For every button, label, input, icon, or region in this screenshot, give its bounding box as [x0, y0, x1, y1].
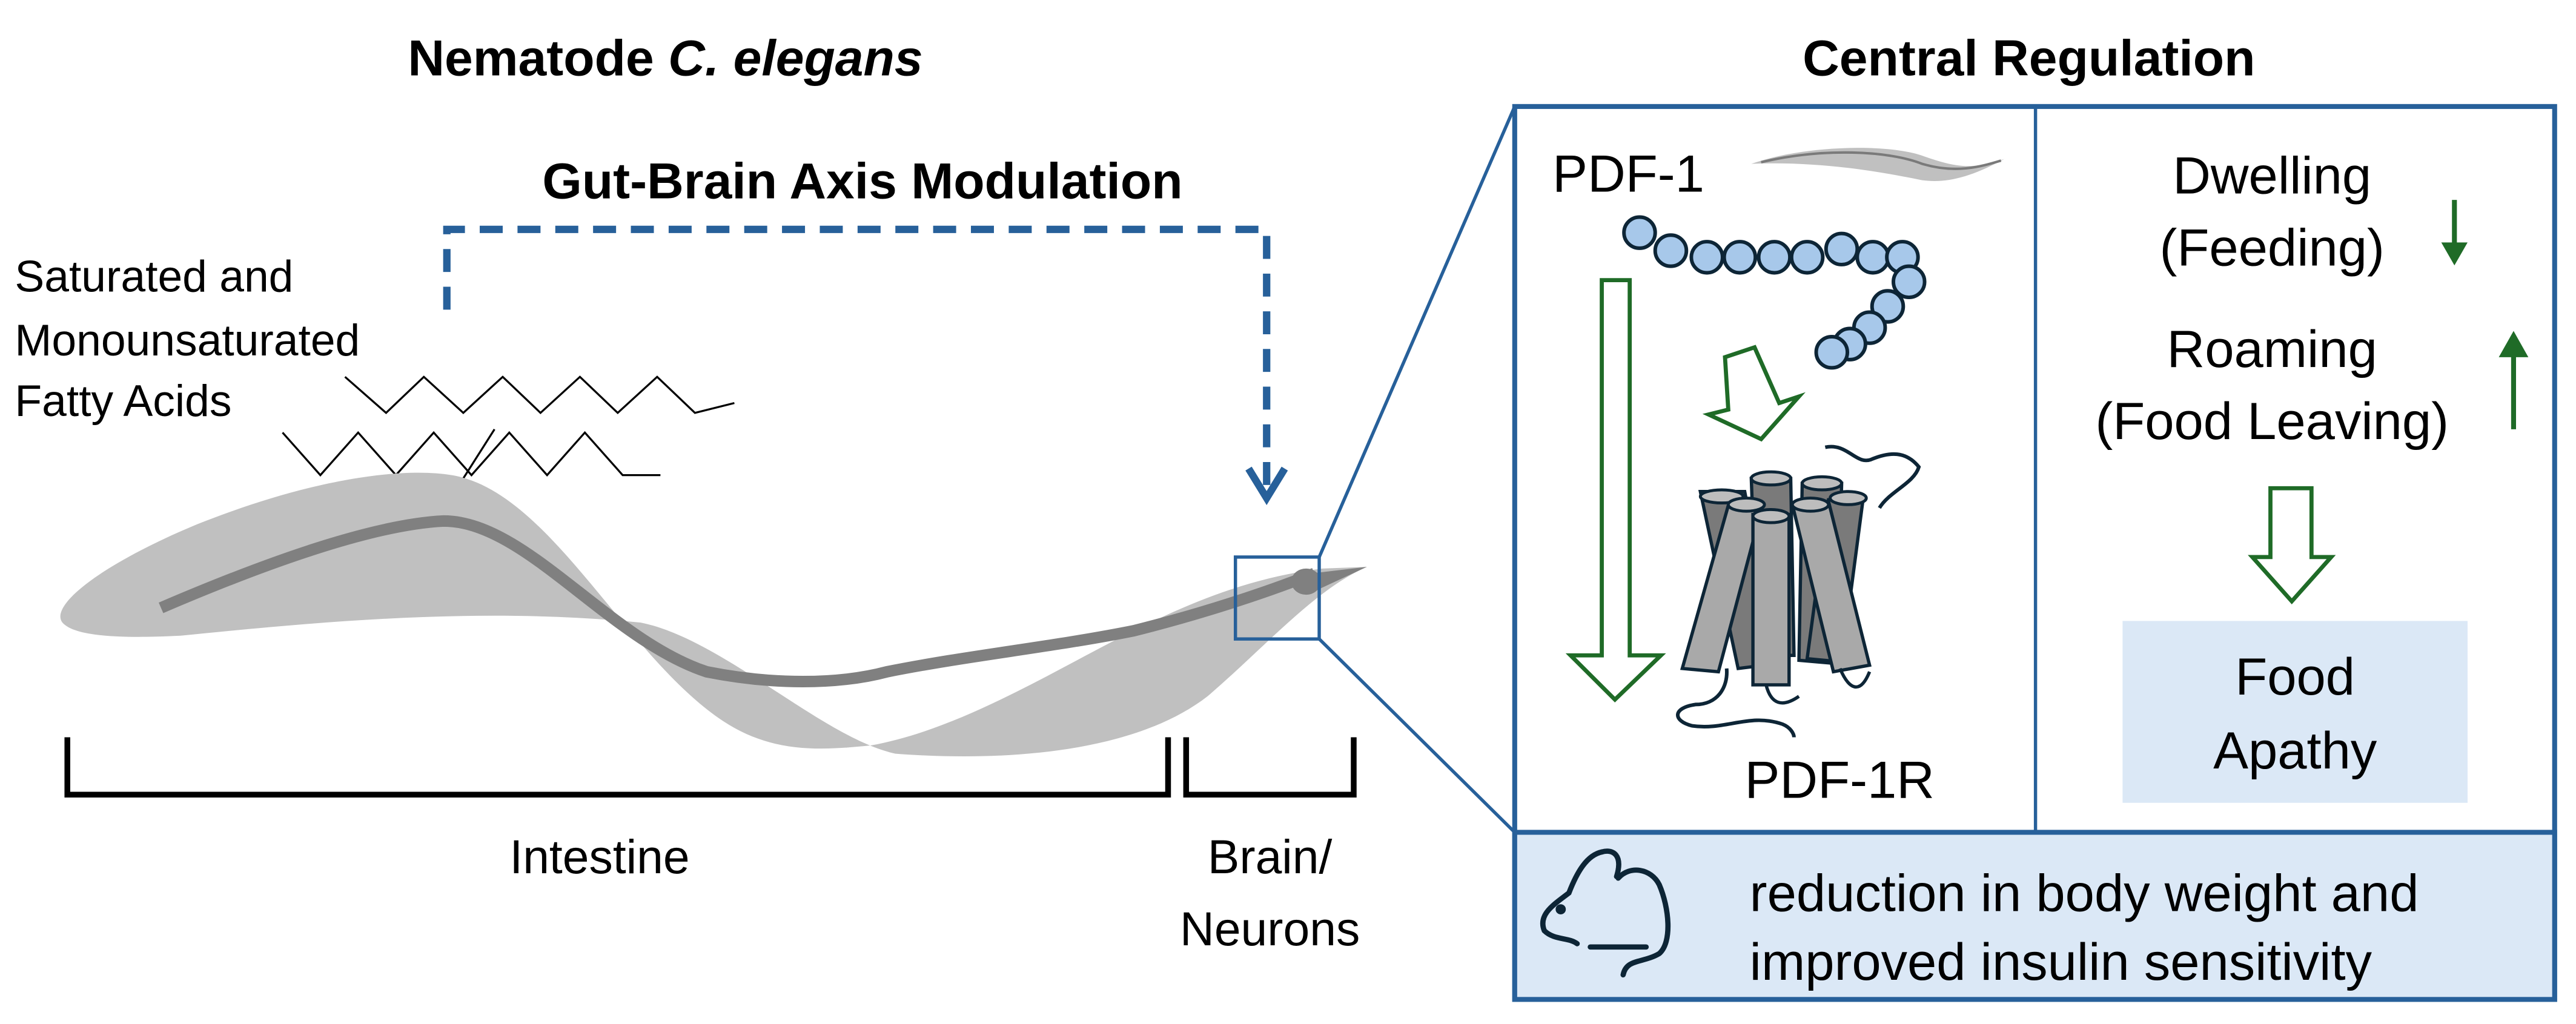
dwelling-label: Dwelling [2173, 147, 2371, 205]
roaming-sub-label: (Food Leaving) [2095, 392, 2449, 451]
peptide-bead [1622, 215, 1657, 250]
food-apathy-line-1: Food [2235, 648, 2355, 706]
small-worm-icon [1751, 148, 2005, 181]
peptide-bead [1722, 240, 1758, 275]
gut-brain-axis-title: Gut-Brain Axis Modulation [542, 152, 1182, 209]
peptide-bead [1689, 240, 1724, 275]
mammal-outcome-line-2: improved insulin sensitivity [1750, 933, 2372, 991]
dwelling-down-arrow-icon [2441, 200, 2468, 266]
brain-label-line-2: Neurons [1180, 902, 1360, 956]
mouse-icon [1540, 848, 1671, 978]
fatty-acids-line-2: Monounsaturated [15, 316, 360, 365]
fatty-acids-line-3: Fatty Acids [15, 377, 231, 426]
intestine-bracket [64, 737, 1171, 798]
peptide-bead [1757, 240, 1792, 275]
peptide-bead [1653, 233, 1689, 268]
intestine-label: Intestine [509, 830, 689, 884]
pdf1r-label: PDF-1R [1745, 751, 1935, 810]
worm-icon [60, 472, 1367, 757]
brain-label-line-1: Brain/ [1208, 830, 1333, 884]
behavior-to-apathy-arrow [2248, 486, 2336, 605]
peptide-bead [1824, 231, 1859, 266]
peptide-bead [1855, 240, 1890, 275]
fatty-acids-label: Saturated and Monounsaturated Fatty Acid… [15, 253, 360, 426]
mammal-outcome-box [1512, 830, 2557, 1002]
roaming-label: Roaming [2167, 320, 2377, 378]
food-apathy-box [2122, 621, 2468, 803]
zoom-connector-bottom [1318, 638, 1516, 834]
roaming-up-arrow-icon [2498, 331, 2529, 429]
pdf1-label: PDF-1 [1552, 145, 1704, 203]
mammal-outcome-line-1: reduction in body weight and [1750, 864, 2419, 922]
peptide-bead [1814, 335, 1850, 370]
central-regulation-title: Central Regulation [1803, 30, 2255, 87]
peptide-chain-icon [1622, 215, 1927, 370]
gpcr-receptor-icon [1676, 444, 1921, 738]
peptide-bead [1789, 240, 1825, 275]
ligand-binding-arrow [1702, 345, 1806, 442]
fatty-acids-line-1: Saturated and [15, 253, 293, 302]
pdf1-to-mammal-arrow [1565, 278, 1666, 703]
gut-brain-dashed-arrow [443, 225, 1288, 506]
peptide-bead [1892, 264, 1927, 300]
head-zoom-box [1233, 555, 1321, 641]
saturated-fatty-acid-chain-icon [344, 375, 735, 415]
food-apathy-line-2: Apathy [2213, 722, 2377, 780]
brain-bracket [1183, 737, 1357, 798]
left-title: Nematode C. elegans [408, 30, 922, 87]
zoom-connector-top [1317, 105, 1517, 558]
dwelling-sub-label: (Feeding) [2160, 219, 2385, 277]
monounsaturated-fatty-acid-chain-icon [282, 428, 661, 479]
